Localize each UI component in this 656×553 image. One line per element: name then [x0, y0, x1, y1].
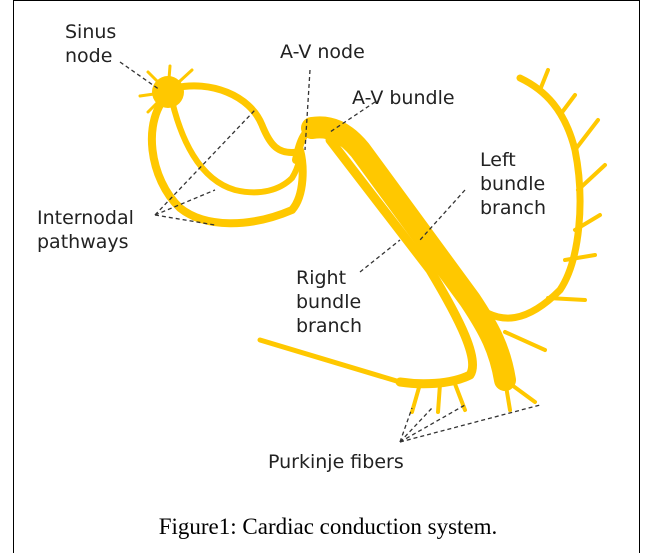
left-branch-twig — [573, 213, 602, 232]
leader-purkinje-3 — [399, 404, 466, 443]
leader-av-node — [304, 69, 311, 151]
internodal-pathway-inner — [171, 82, 302, 157]
left-branch-twig — [576, 163, 607, 192]
internodal-pathway-middle — [167, 89, 303, 196]
right-bundle-branch — [325, 135, 478, 389]
label-sinus-node: Sinus node — [65, 21, 117, 67]
label-left-bundle-branch: Left bundle branch — [480, 149, 547, 219]
sinus-node-ray — [166, 68, 194, 94]
left-bundle-branch — [466, 74, 584, 322]
sinus-node-ray — [138, 90, 170, 98]
left-branch-twig — [573, 118, 600, 152]
sinus-node-ray — [166, 64, 172, 94]
left-branch-twig — [538, 68, 550, 92]
leader-internodal-3 — [154, 214, 216, 226]
label-av-node: A-V node — [280, 41, 365, 63]
leader-internodal-2 — [154, 189, 216, 216]
figure-caption: Figure1: Cardiac conduction system. — [158, 514, 498, 539]
leader-internodal-1 — [154, 109, 256, 216]
leader-right-bundle — [359, 239, 401, 273]
left-branch-twig — [546, 296, 587, 302]
leader-purkinje-1 — [399, 407, 413, 443]
purkinje-fiber — [257, 337, 403, 385]
leader-left-bundle — [419, 189, 466, 241]
label-right-bundle-branch: Right bundle branch — [296, 267, 363, 337]
left-branch-twig — [558, 93, 577, 117]
sinus-node-ray — [146, 70, 170, 94]
leader-purkinje-4 — [399, 404, 541, 443]
sinus-node-ray — [146, 90, 170, 114]
leader-purkinje-2 — [399, 407, 433, 443]
leader-sinus-node — [119, 61, 161, 91]
leader-av-bundle — [329, 101, 376, 133]
label-purkinje-fibers: Purkinje fibers — [268, 451, 404, 473]
internodal-pathway-outer — [147, 88, 307, 228]
av-bundle — [301, 116, 516, 391]
purkinje-fiber — [503, 378, 512, 412]
purkinje-fiber — [503, 378, 537, 404]
label-av-bundle: A-V bundle — [352, 87, 455, 109]
label-internodal-pathways: Internodal pathways — [37, 207, 134, 253]
left-branch-twig — [563, 253, 597, 262]
left-branch-twig — [503, 330, 547, 352]
purkinje-fiber — [436, 382, 442, 414]
figure-frame — [13, 0, 640, 553]
purkinje-fiber — [410, 382, 422, 414]
